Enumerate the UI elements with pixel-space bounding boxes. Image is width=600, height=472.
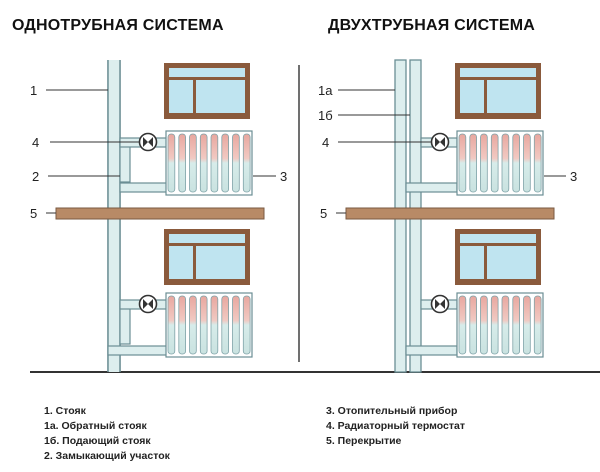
radiator-fin — [490, 295, 499, 355]
radiator-fin — [533, 133, 542, 193]
radiator-fin — [221, 295, 230, 355]
radiator-fin — [501, 133, 510, 193]
radiator-fin — [178, 295, 187, 355]
radiator-fin — [523, 133, 531, 193]
single-pipe-system: 1 4 2 5 3 — [30, 60, 287, 372]
callout-supply-riser: 1б — [318, 108, 333, 123]
single-pipe-title: ОДНОТРУБНАЯ СИСТЕМА — [12, 17, 224, 34]
radiator-fin — [512, 295, 520, 355]
callout-radiator: 3 — [280, 169, 287, 184]
two-pipe-system: 1а 1б 4 5 3 — [318, 59, 577, 373]
legend-left: 1. Стояк 1а. Обратный стояк 1б. Подающий… — [44, 404, 170, 464]
callout-thermostat-right: 4 — [322, 135, 329, 150]
radiator-fin — [221, 133, 230, 193]
radiator-fin — [189, 133, 197, 193]
upper-thermostat-valve-icon — [138, 132, 158, 152]
lower-radiator — [165, 292, 253, 358]
legend-item: 1б. Подающий стояк — [44, 435, 151, 447]
upper-radiator — [165, 130, 253, 196]
legend-item: 5. Перекрытие — [326, 435, 402, 447]
radiator-fin — [242, 133, 251, 193]
radiator-fin — [458, 133, 467, 193]
two-pipe-title: ДВУХТРУБНАЯ СИСТЕМА — [328, 17, 535, 34]
lower-window — [164, 229, 250, 285]
legend-item: 4. Радиаторный термостат — [326, 420, 465, 432]
legend-right: 3. Отопительный прибор 4. Радиаторный те… — [326, 404, 465, 449]
upper-window-right — [455, 63, 541, 119]
floor-slab-right — [345, 207, 555, 220]
radiator-fin — [480, 133, 488, 193]
bypass-pipe — [119, 139, 131, 345]
callout-radiator-right: 3 — [570, 169, 577, 184]
radiator-fin — [533, 295, 542, 355]
radiator-fin — [523, 295, 531, 355]
radiator-fin — [242, 295, 251, 355]
callout-floor: 5 — [30, 206, 37, 221]
upper-thermostat-valve-icon-right — [430, 132, 450, 152]
legend-item: 1. Стояк — [44, 405, 86, 417]
radiator-fin — [512, 133, 520, 193]
left-callouts — [46, 89, 276, 214]
floor-slab — [55, 207, 265, 220]
callout-riser: 1 — [30, 83, 37, 98]
radiator-fin — [490, 133, 499, 193]
radiator-fin — [469, 133, 477, 193]
radiator-fin — [210, 295, 219, 355]
diagram-canvas: ОДНОТРУБНАЯ СИСТЕМА ДВУХТРУБНАЯ СИСТЕМА — [12, 17, 600, 373]
lower-thermostat-valve-icon — [138, 294, 158, 314]
lower-thermostat-valve-icon-right — [430, 294, 450, 314]
radiator-fin — [469, 295, 477, 355]
radiator-fin — [232, 133, 240, 193]
legend-item: 2. Замыкающий участок — [44, 450, 170, 462]
lower-window-right — [455, 229, 541, 285]
radiator-fin — [458, 295, 467, 355]
radiator-fin — [189, 295, 197, 355]
callout-floor-right: 5 — [320, 206, 327, 221]
upper-radiator-right — [456, 130, 544, 196]
radiator-fin — [199, 133, 208, 193]
upper-window — [164, 63, 250, 119]
callout-return-riser: 1а — [318, 83, 333, 98]
radiator-fin — [167, 133, 176, 193]
radiator-fin — [199, 295, 208, 355]
radiator-fin — [210, 133, 219, 193]
legend-item: 3. Отопительный прибор — [326, 405, 458, 417]
callout-thermostat: 4 — [32, 135, 39, 150]
callout-bypass: 2 — [32, 169, 39, 184]
radiator-fin — [178, 133, 187, 193]
radiator-fin — [167, 295, 176, 355]
lower-radiator-right — [456, 292, 544, 358]
radiator-fin — [232, 295, 240, 355]
right-callouts — [336, 89, 566, 214]
radiator-fin — [501, 295, 510, 355]
radiator-fin — [480, 295, 488, 355]
legend-item: 1а. Обратный стояк — [44, 420, 147, 432]
